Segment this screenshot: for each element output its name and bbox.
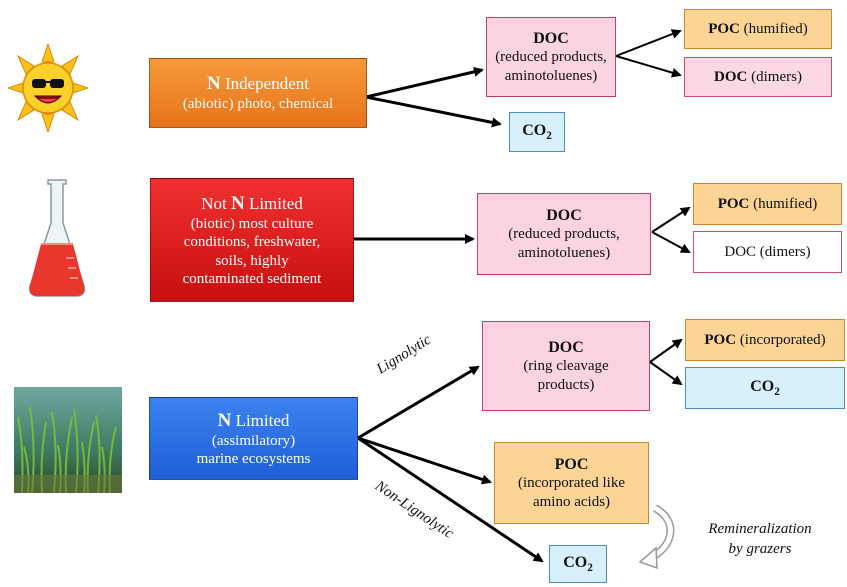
doc-title: DOC bbox=[548, 338, 584, 356]
doc-line: (reduced products, bbox=[495, 49, 607, 66]
source-line: soils, highly bbox=[215, 252, 289, 269]
remineralization-line: by grazers bbox=[728, 540, 792, 557]
doc-dimers-box-row1: DOC (dimers) bbox=[684, 57, 832, 97]
seagrass-icon bbox=[14, 387, 122, 493]
doc-line: aminotoluenes) bbox=[517, 244, 611, 261]
source-title-bold: N bbox=[230, 192, 245, 214]
sun-icon bbox=[8, 44, 88, 132]
doc2-detail: (dimers) bbox=[747, 68, 802, 85]
co2-text: CO bbox=[750, 377, 775, 395]
doc-title: DOC bbox=[546, 206, 582, 224]
poc-detail: (humified) bbox=[739, 20, 808, 37]
doc-line: (reduced products, bbox=[508, 226, 620, 243]
source-title: Limited bbox=[231, 410, 290, 430]
source-title: Independent bbox=[220, 74, 309, 94]
remineralization-arrow bbox=[638, 504, 675, 570]
poc2-line: amino acids) bbox=[532, 493, 611, 510]
doc-line: products) bbox=[537, 376, 595, 393]
doc2-text: DOC (dimers) bbox=[724, 243, 811, 260]
poc-detail: (humified) bbox=[749, 195, 818, 212]
poc2-title: POC bbox=[554, 455, 589, 473]
poc-incorporated-box: POC (incorporated) bbox=[685, 319, 845, 361]
source-line: marine ecosystems bbox=[196, 451, 311, 468]
doc-box-row2: DOC (reduced products, aminotoluenes) bbox=[477, 193, 651, 275]
doc-box-row3: DOC (ring cleavage products) bbox=[482, 321, 650, 411]
source-title-pre: Not bbox=[201, 193, 231, 213]
source-title-bold: N bbox=[206, 73, 221, 95]
poc-title: POC bbox=[717, 195, 750, 212]
n-independent-box: N Independent (abiotic) photo, chemical bbox=[149, 58, 367, 128]
source-title-bold: N bbox=[217, 409, 232, 431]
remineralization-label: Remineralization by grazers bbox=[685, 520, 835, 559]
flask-icon bbox=[28, 179, 86, 297]
poc-amino-acids-box: POC (incorporated like amino acids) bbox=[494, 442, 649, 524]
remineralization-line: Remineralization bbox=[708, 521, 812, 537]
poc2-line: (incorporated like bbox=[517, 475, 626, 492]
doc-line: aminotoluenes) bbox=[504, 67, 598, 84]
co2-subscript: 2 bbox=[546, 129, 552, 142]
row2-arrows bbox=[354, 206, 691, 253]
doc-title: DOC bbox=[533, 29, 569, 47]
row3-arrows bbox=[357, 338, 683, 563]
poc-detail: (incorporated) bbox=[736, 331, 826, 348]
source-line: (abiotic) photo, chemical bbox=[182, 96, 334, 113]
doc-dimers-box-row2: DOC (dimers) bbox=[693, 231, 842, 273]
doc2-title: DOC bbox=[714, 68, 748, 85]
co2-text: CO bbox=[563, 553, 588, 571]
co2-subscript: 2 bbox=[587, 561, 593, 574]
poc-humified-box-row1: POC (humified) bbox=[684, 9, 832, 49]
source-title: Limited bbox=[244, 193, 303, 213]
co2-text: CO bbox=[522, 121, 547, 139]
source-line: contaminated sediment bbox=[182, 270, 322, 287]
co2-box-row1: CO2 bbox=[509, 112, 565, 152]
co2-subscript: 2 bbox=[774, 385, 780, 398]
row1-arrows bbox=[365, 29, 682, 128]
doc-box-row1: DOC (reduced products, aminotoluenes) bbox=[486, 17, 616, 97]
source-line: (biotic) most culture bbox=[190, 215, 314, 232]
source-line: conditions, freshwater, bbox=[183, 234, 321, 251]
poc-title: POC bbox=[704, 331, 737, 348]
poc-title: POC bbox=[708, 20, 740, 37]
not-n-limited-box: Not N Limited (biotic) most culture cond… bbox=[150, 178, 354, 302]
source-line: (assimilatory) bbox=[211, 432, 296, 449]
co2-box-row3-upper: CO2 bbox=[685, 367, 845, 409]
poc-humified-box-row2: POC (humified) bbox=[693, 183, 842, 225]
co2-box-row3-lower: CO2 bbox=[549, 545, 607, 583]
n-limited-box: N Limited (assimilatory) marine ecosyste… bbox=[149, 397, 358, 480]
doc-line: (ring cleavage bbox=[523, 358, 609, 375]
